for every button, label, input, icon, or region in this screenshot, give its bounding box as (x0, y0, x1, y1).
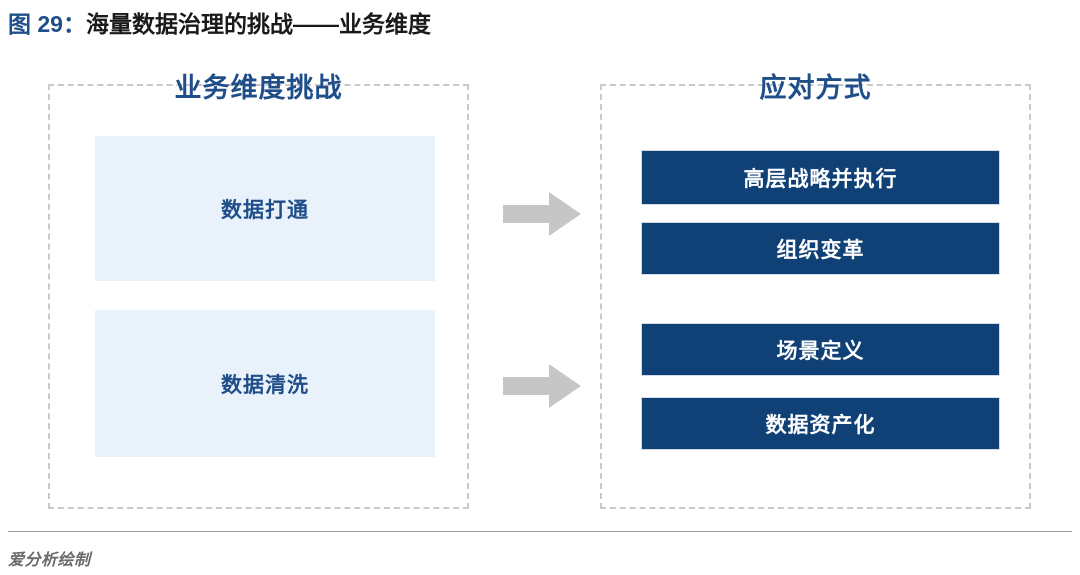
challenges-panel (48, 84, 469, 509)
challenges-heading: 业务维度挑战 (174, 73, 343, 103)
response-box-scenario-definition[interactable]: 场景定义 (641, 323, 1000, 376)
challenge-box-data-cleaning[interactable]: 数据清洗 (95, 310, 435, 457)
challenge-box-label: 数据打通 (221, 198, 309, 222)
response-box-label: 数据资产化 (765, 413, 876, 437)
response-box-label: 场景定义 (776, 339, 865, 363)
page-title: 海量数据治理的挑战——业务维度 (85, 11, 431, 37)
arrow-right-icon (503, 362, 581, 410)
challenge-box-data-integration[interactable]: 数据打通 (95, 136, 435, 281)
challenge-box-label: 数据清洗 (221, 373, 309, 397)
responses-panel (600, 84, 1031, 509)
footer-divider (8, 531, 1072, 532)
responses-heading: 应对方式 (759, 73, 872, 103)
response-box-leadership-strategy[interactable]: 高层战略并执行 (641, 150, 1000, 205)
figure-number-label: 图 29： (8, 11, 86, 37)
response-box-label: 高层战略并执行 (743, 167, 898, 191)
source-note: 爱分析绘制 (8, 552, 91, 569)
response-box-data-assetization[interactable]: 数据资产化 (641, 397, 1000, 450)
arrow-right-icon (503, 190, 581, 238)
response-box-org-change[interactable]: 组织变革 (641, 222, 1000, 275)
response-box-label: 组织变革 (776, 238, 865, 262)
figure-title-bar: 图 29： 海量数据治理的挑战——业务维度 (8, 6, 1068, 38)
